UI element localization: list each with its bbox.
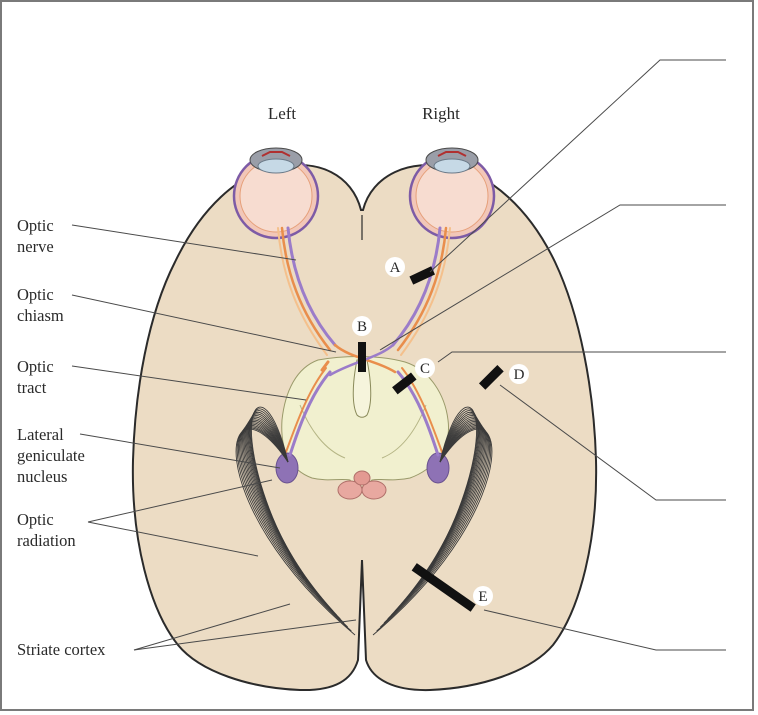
radiation-fiber <box>243 419 330 608</box>
radiation-fiber <box>383 425 489 624</box>
radiation-fiber <box>245 416 323 600</box>
lesion-bar-a <box>409 266 435 285</box>
radiation-fiber <box>244 418 327 604</box>
optic-nerve-label-line2: nerve <box>17 237 54 256</box>
pituitary-stalk <box>353 470 371 486</box>
optic-chiasm-label-line2: chiasm <box>17 306 64 325</box>
right-eye <box>408 147 496 240</box>
mammillary-body-right <box>361 480 387 500</box>
lgn-left <box>275 452 299 484</box>
radiation-fiber <box>235 428 356 636</box>
lgn-label-line2: geniculate <box>17 446 85 465</box>
radiation-fiber <box>387 423 488 620</box>
inner-contour-left <box>299 404 346 459</box>
radiation-fiber <box>401 418 484 604</box>
optic-chiasm-label-line1: Optic <box>17 285 54 304</box>
radiation-fiber <box>242 421 334 612</box>
marker-a-text: A <box>390 260 401 276</box>
optic-radiation-right <box>372 406 493 636</box>
radiation-fiber <box>412 413 481 592</box>
lgn-label-line3: nucleus <box>17 467 67 486</box>
right-hemisphere-label: Right <box>422 104 460 123</box>
radiation-fiber <box>240 423 341 620</box>
third-ventricle <box>352 359 372 418</box>
radiation-fiber <box>409 415 482 596</box>
optic-tract-label-line1: Optic <box>17 357 54 376</box>
marker-c: C <box>415 358 435 378</box>
marker-d-text: D <box>514 367 525 383</box>
marker-b-text: B <box>357 319 367 335</box>
radiation-fiber <box>380 426 491 628</box>
lesion-bar-d <box>478 364 504 390</box>
marker-c-text: C <box>420 361 430 377</box>
optic-tract-label-line2: tract <box>17 378 47 397</box>
marker-d: D <box>509 364 529 384</box>
optic-radiation-label-line2: radiation <box>17 531 76 550</box>
left-hemisphere-label: Left <box>268 104 297 123</box>
marker-e: E <box>473 586 493 606</box>
optic-radiation-label-line1: Optic <box>17 510 54 529</box>
radiation-fiber <box>394 421 486 612</box>
answer-lines <box>379 59 726 651</box>
marker-a: A <box>385 257 405 277</box>
marker-e-text: E <box>478 589 487 605</box>
lgn-label-line1: Lateral <box>17 425 64 444</box>
radiation-fiber <box>241 422 337 616</box>
optic-radiation-left <box>235 406 356 636</box>
radiation-fiber <box>237 426 348 628</box>
left-eye <box>232 147 320 240</box>
lesion-bar-b <box>358 342 366 372</box>
radiation-fiber <box>246 415 319 596</box>
structure-leader-lines <box>71 224 357 651</box>
radiation-fiber <box>405 416 483 600</box>
marker-b: B <box>352 316 372 336</box>
lesion-bar-e <box>411 563 476 612</box>
optic-nerve-label-line1: Optic <box>17 216 54 235</box>
radiation-fiber <box>391 422 487 616</box>
radiation-fiber <box>247 413 316 592</box>
striate-cortex-label: Striate cortex <box>17 640 106 659</box>
radiation-fiber <box>398 419 485 608</box>
radiation-fiber <box>239 425 345 624</box>
radiation-fiber <box>236 427 352 632</box>
lesion-bar-c <box>392 372 417 395</box>
lgn-right <box>426 452 450 484</box>
